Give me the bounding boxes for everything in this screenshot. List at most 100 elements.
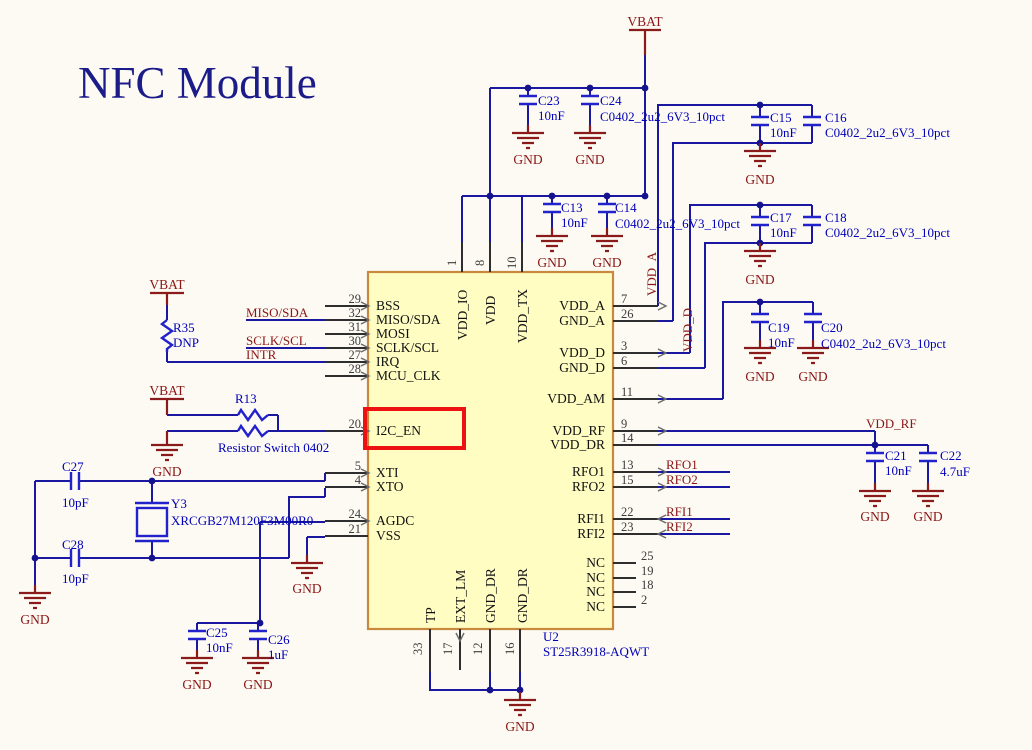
pin-num-13: 13 [621,458,634,472]
c24-ref[interactable]: C24 [600,93,622,108]
pin-name-gnd-dr-16: GND_DR [515,568,530,623]
vbat-symbols [150,28,661,437]
c23-value[interactable]: 10nF [538,108,565,123]
pin-name-miso-sda: MISO/SDA [376,312,441,327]
pin-num-29: 29 [349,292,362,306]
gnd-icon [742,241,778,268]
c26-value[interactable]: 1uF [268,647,288,662]
c24-value[interactable]: C0402_2u2_6V3_10pct [600,109,725,124]
ic-part-number[interactable]: ST25R3918-AQWT [543,644,649,659]
pin-num-33: 33 [411,643,425,656]
c28-value[interactable]: 10pF [62,571,89,586]
c19-value[interactable]: 10nF [768,335,795,350]
c13-ref[interactable]: C13 [561,200,583,215]
gnd-label: GND [745,272,774,287]
c17-value[interactable]: 10nF [770,225,797,240]
pin-name-vdd-io: VDD_IO [455,290,470,340]
r35-value[interactable]: DNP [173,335,199,350]
pin-name-ext-lm: EXT_LM [453,570,468,623]
c26-ref[interactable]: C26 [268,632,290,647]
pin-name-nc: NC [586,570,605,585]
resistor-r35[interactable] [159,319,175,352]
gnd-label: GND [537,255,566,270]
c18-ref[interactable]: C18 [825,210,847,225]
c13-value[interactable]: 10nF [561,215,588,230]
c25-ref[interactable]: C25 [206,625,228,640]
net-label-rfo2[interactable]: RFO2 [666,472,698,487]
pin-name-vdd-d: VDD_D [559,345,605,360]
c23-ref[interactable]: C23 [538,93,560,108]
gnd-label: GND [20,612,49,627]
net-label-rfi1[interactable]: RFI1 [666,504,693,519]
pin-name-bss: BSS [376,298,400,313]
page-title: NFC Module [78,58,317,108]
pin-name-i2c-en: I2C_EN [376,423,421,438]
c20-ref[interactable]: C20 [821,320,843,335]
net-label-rfo1[interactable]: RFO1 [666,457,698,472]
net-label-intr[interactable]: INTR [246,347,277,362]
pin-num-15: 15 [621,473,634,487]
pin-name-nc: NC [586,599,605,614]
pin-name-vdd-am: VDD_AM [547,391,605,406]
net-label-sclk-scl[interactable]: SCLK/SCL [246,333,307,348]
r13-value[interactable]: Resistor Switch 0402 [218,440,329,455]
gnd-icon [149,435,185,462]
r35-ref[interactable]: R35 [173,320,195,335]
capacitor-plates[interactable] [69,94,937,641]
net-label-rfi2[interactable]: RFI2 [666,519,693,534]
c27-value[interactable]: 10pF [62,495,89,510]
c20-value[interactable]: C0402_2u2_6V3_10pct [821,336,946,351]
pin-name-rfi2: RFI2 [577,526,605,541]
gnd-label: GND [182,677,211,692]
pin-name-vdd-rf: VDD_RF [552,423,605,438]
c19-ref[interactable]: C19 [768,320,790,335]
c16-ref[interactable]: C16 [825,110,847,125]
c27-ref[interactable]: C27 [62,459,84,474]
pin-name-vss: VSS [376,528,401,543]
y3-value[interactable]: XRCGB27M120F3M00R0 [171,513,313,528]
gnd-label: GND [505,719,534,734]
pin-name-irq: IRQ [376,354,400,369]
pin-num-5: 5 [355,459,361,473]
pin-num-22: 22 [621,505,634,519]
c25-value[interactable]: 10nF [206,640,233,655]
c14-value[interactable]: C0402_2u2_6V3_10pct [615,216,740,231]
gnd-label: GND [513,152,542,167]
ic-body[interactable] [366,270,615,631]
vbat-label: VBAT [149,277,185,292]
c22-value[interactable]: 4.7uF [940,464,970,479]
pin-name-rfo2: RFO2 [572,479,605,494]
c15-value[interactable]: 10nF [770,125,797,140]
crystal-plates [135,501,169,543]
r13-ref[interactable]: R13 [235,391,257,406]
pin-num-27: 27 [349,348,362,362]
c14-ref[interactable]: C14 [615,200,637,215]
gnd-label: GND [152,464,181,479]
pin-name-gnd-a: GND_A [559,313,605,328]
pin-name-rfo1: RFO1 [572,464,605,479]
pin-num-19: 19 [641,564,654,578]
resistor-r13[interactable] [236,407,269,439]
c21-value[interactable]: 10nF [885,463,912,478]
net-label-miso-sda[interactable]: MISO/SDA [246,305,309,320]
crystal-y3[interactable] [135,501,169,543]
pin-num-18: 18 [641,578,654,592]
net-label-vdd-d[interactable]: VDD_D [680,308,695,352]
net-label-vdd-a[interactable]: VDD_A [644,251,659,296]
c16-value[interactable]: C0402_2u2_6V3_10pct [825,125,950,140]
pin-num-8: 8 [473,260,487,266]
c28-ref[interactable]: C28 [62,537,84,552]
y3-ref[interactable]: Y3 [171,496,187,511]
net-label-vdd-rf[interactable]: VDD_RF [866,416,917,431]
c22-ref[interactable]: C22 [940,448,962,463]
ic-designator[interactable]: U2 [543,629,559,644]
pin-name-gnd-d: GND_D [559,360,605,375]
gnd-label: GND [292,581,321,596]
c17-ref[interactable]: C17 [770,210,792,225]
c18-value[interactable]: C0402_2u2_6V3_10pct [825,225,950,240]
c15-ref[interactable]: C15 [770,110,792,125]
crystal-body[interactable] [135,506,169,538]
c21-ref[interactable]: C21 [885,448,907,463]
